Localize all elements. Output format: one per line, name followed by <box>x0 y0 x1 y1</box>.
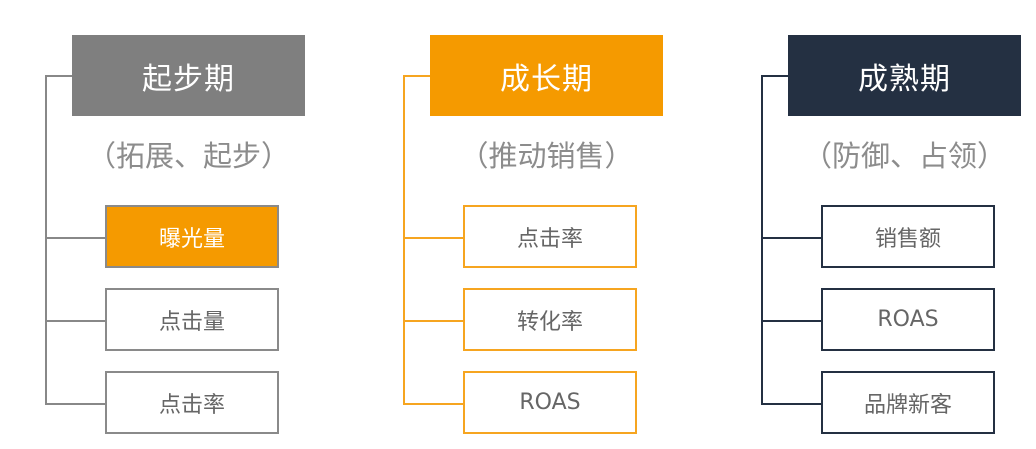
connector-to-item-3-mature <box>761 403 822 405</box>
connector-trunk-startup <box>45 75 47 404</box>
connector-trunk-growth <box>403 75 405 404</box>
connector-to-item-1-mature <box>761 237 822 239</box>
metric-roas-growth: ROAS <box>463 371 637 434</box>
connector-to-item-2-startup <box>45 320 106 322</box>
metric-sales: 销售额 <box>821 205 995 268</box>
metric-clicks: 点击量 <box>105 288 279 351</box>
metric-conversion-rate: 转化率 <box>463 288 637 351</box>
stage-title-startup: 起步期 <box>72 35 305 116</box>
connector-to-item-3-startup <box>45 403 106 405</box>
stage-subtitle-growth: （推动销售） <box>459 139 634 173</box>
metric-ctr-growth: 点击率 <box>463 205 637 268</box>
connector-to-item-1-growth <box>403 237 464 239</box>
connector-to-item-2-mature <box>761 320 822 322</box>
connector-trunk-mature <box>761 75 763 404</box>
stage-title-mature: 成熟期 <box>788 35 1021 116</box>
connector-to-item-2-growth <box>403 320 464 322</box>
stage-subtitle-startup: （拓展、起步） <box>86 139 290 173</box>
connector-to-title-growth <box>403 75 430 77</box>
connector-to-title-mature <box>761 75 788 77</box>
metric-impressions: 曝光量 <box>105 205 279 268</box>
stage-title-growth: 成长期 <box>430 35 663 116</box>
metric-ctr-startup: 点击率 <box>105 371 279 434</box>
stage-subtitle-mature: （防御、占领） <box>802 139 1006 173</box>
metric-roas-mature: ROAS <box>821 288 995 351</box>
metric-new-brand-customers: 品牌新客 <box>821 371 995 434</box>
connector-to-item-3-growth <box>403 403 464 405</box>
connector-to-item-1-startup <box>45 237 106 239</box>
connector-to-title-startup <box>45 75 72 77</box>
